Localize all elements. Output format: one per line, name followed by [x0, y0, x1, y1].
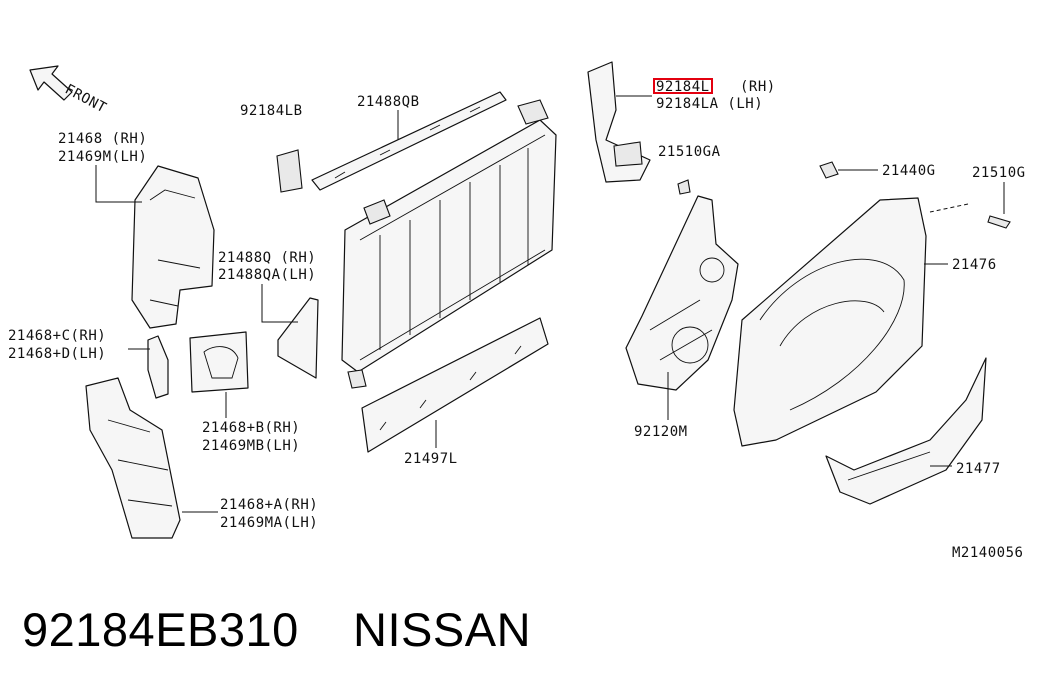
callout-21477: 21477 [956, 461, 1001, 477]
front-direction-label: FRONT [62, 81, 109, 116]
highlight-92184l-box [653, 78, 713, 94]
part-21477-lower-shroud [825, 357, 987, 505]
callout-21488q-rh: 21488Q (RH) [218, 250, 316, 266]
part-92120m-fan-motor [625, 195, 739, 391]
callout-21469mb-lh: 21469MB(LH) [202, 438, 300, 454]
callout-92120m: 92120M [634, 424, 688, 440]
callout-21468-rh: 21468 (RH) [58, 131, 147, 147]
part-21468b-plate [189, 331, 249, 393]
part-21440g-clip [819, 161, 839, 179]
figure-id: M2140056 [952, 545, 1023, 561]
callout-92184l-side: (RH) [740, 79, 776, 95]
part-21510ga-bolt [677, 179, 691, 195]
callout-21510g: 21510G [972, 165, 1026, 181]
callout-21497l: 21497L [404, 451, 458, 467]
callout-92184l: 92184L [656, 79, 710, 95]
callout-21469ma-lh: 21469MA(LH) [220, 515, 318, 531]
callout-21468a-rh: 21468+A(RH) [220, 497, 318, 513]
part-21468a-lower-duct [85, 377, 181, 539]
callout-21476: 21476 [952, 257, 997, 273]
leader-21488q [261, 284, 298, 323]
part-21476-fan-shroud [733, 197, 927, 447]
callout-92184lb: 92184LB [240, 103, 303, 119]
part-21468-side-guide [131, 165, 215, 329]
brand-name: NISSAN [353, 603, 532, 656]
part-92184lb-pad [276, 149, 303, 193]
callout-21510ga: 21510GA [658, 144, 721, 160]
part-21497l-lower-seal [361, 317, 549, 453]
callout-21488qa-lh: 21488QA(LH) [218, 267, 316, 283]
callout-21488qb: 21488QB [357, 94, 420, 110]
part-radiator [341, 99, 557, 389]
callout-21468d-lh: 21468+D(LH) [8, 346, 106, 362]
front-direction-arrow-icon [29, 65, 73, 101]
part-21488qb-top-seal [311, 91, 507, 191]
part-21468c-bracket [147, 335, 169, 399]
callout-21468c-rh: 21468+C(RH) [8, 328, 106, 344]
callout-21468b-rh: 21468+B(RH) [202, 420, 300, 436]
part-number: 92184EB310 [22, 603, 299, 656]
part-caption: 92184EB310 NISSAN [22, 600, 531, 660]
part-21510g-bolt [929, 203, 1011, 229]
callout-21469m-lh: 21469M(LH) [58, 149, 147, 165]
callout-92184la: 92184LA (LH) [656, 96, 763, 112]
part-92184l-bracket [587, 61, 651, 183]
part-21488q-panel [277, 297, 319, 379]
callout-21440g: 21440G [882, 163, 936, 179]
leader-21468 [95, 165, 142, 203]
